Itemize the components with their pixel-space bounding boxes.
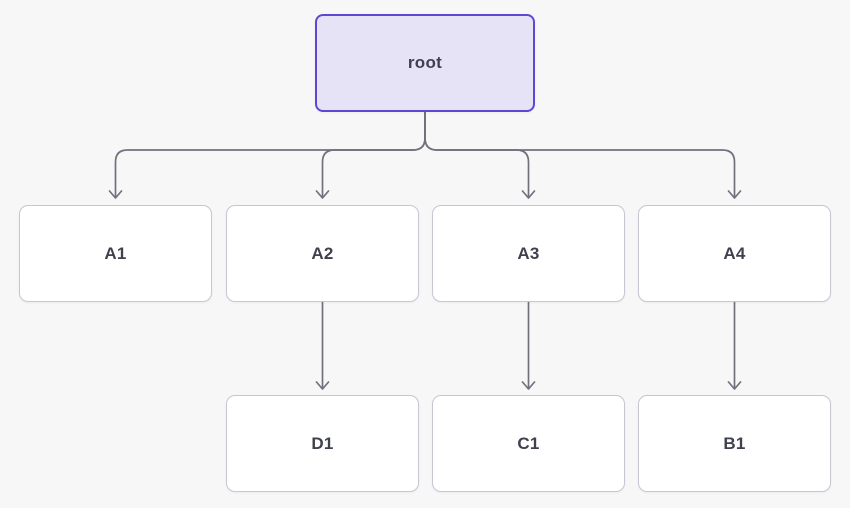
node-root[interactable]: root [315, 14, 535, 112]
arrowhead-a1 [108, 190, 123, 199]
edge-root-a3 [424, 111, 530, 197]
node-a2-label: A2 [311, 243, 334, 263]
arrowhead-a2 [315, 190, 330, 199]
node-root-label: root [407, 53, 443, 72]
node-a1[interactable]: A1 [19, 205, 212, 302]
node-d1[interactable]: D1 [226, 395, 419, 492]
arrowhead-a4 [727, 190, 742, 199]
node-a4[interactable]: A4 [638, 205, 831, 302]
edge-root-a1 [114, 111, 426, 197]
node-a1-label: A1 [104, 243, 127, 263]
node-a3-label: A3 [517, 243, 540, 263]
arrowhead-b1 [727, 381, 742, 390]
arrowhead-a3 [521, 190, 536, 199]
node-d1-label: D1 [311, 433, 334, 453]
edge-root-a4 [424, 111, 736, 197]
node-a3[interactable]: A3 [432, 205, 625, 302]
edge-root-a2 [321, 111, 426, 197]
node-c1-label: C1 [517, 433, 540, 453]
node-b1[interactable]: B1 [638, 395, 831, 492]
node-b1-label: B1 [723, 433, 746, 453]
node-c1[interactable]: C1 [432, 395, 625, 492]
node-a4-label: A4 [723, 243, 746, 263]
arrowhead-d1 [315, 381, 330, 390]
arrowhead-c1 [521, 381, 536, 390]
node-a2[interactable]: A2 [226, 205, 419, 302]
